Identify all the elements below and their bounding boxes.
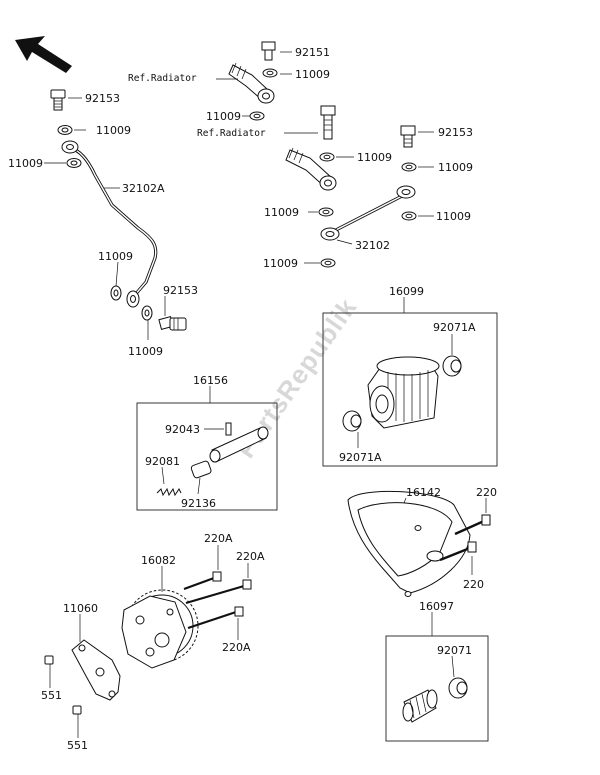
bolt-220-a bbox=[454, 514, 491, 536]
label-11009: 11009 bbox=[98, 250, 133, 263]
label-220a: 220A bbox=[204, 532, 233, 545]
spring-92081 bbox=[156, 487, 182, 497]
direction-arrow-icon bbox=[15, 36, 72, 73]
oring-92071a-b bbox=[342, 410, 362, 432]
bolt-220a-c bbox=[187, 606, 244, 630]
ref-radiator-label: Ref.Radiator bbox=[197, 128, 266, 139]
label-92153: 92153 bbox=[85, 92, 120, 105]
banjo-bolt-92153-c bbox=[400, 125, 416, 148]
label-92071a: 92071A bbox=[433, 321, 476, 334]
label-11009: 11009 bbox=[357, 151, 392, 164]
label-551: 551 bbox=[41, 689, 62, 702]
oil-filter bbox=[367, 356, 440, 429]
relief-valve-body bbox=[209, 426, 269, 463]
bolt-220-b bbox=[439, 541, 477, 562]
pin-92043 bbox=[225, 422, 232, 436]
label-92153: 92153 bbox=[163, 284, 198, 297]
oring-92071 bbox=[448, 677, 468, 699]
banjo-bolt-92151 bbox=[261, 41, 276, 61]
label-220a: 220A bbox=[236, 550, 265, 563]
oil-pipe-32102 bbox=[320, 185, 416, 241]
label-92071: 92071 bbox=[437, 644, 472, 657]
radiator-fitting-a bbox=[228, 62, 275, 104]
label-551: 551 bbox=[67, 739, 88, 752]
label-32102: 32102 bbox=[355, 239, 390, 252]
label-11009: 11009 bbox=[206, 110, 241, 123]
label-92151: 92151 bbox=[295, 46, 330, 59]
dowel-551-a bbox=[44, 655, 54, 665]
label-16082: 16082 bbox=[141, 554, 176, 567]
plate-11060 bbox=[71, 639, 121, 701]
oring-92071a-a bbox=[442, 355, 462, 377]
bolt-220a-a bbox=[183, 571, 222, 591]
oil-pipe-32102a bbox=[61, 140, 158, 308]
label-92043: 92043 bbox=[165, 423, 200, 436]
label-11009: 11009 bbox=[295, 68, 330, 81]
label-11009: 11009 bbox=[264, 206, 299, 219]
banjo-bolt-92153-a bbox=[50, 89, 66, 111]
relief-valve-box bbox=[136, 402, 278, 511]
label-16156: 16156 bbox=[193, 374, 228, 387]
label-92071a: 92071A bbox=[339, 451, 382, 464]
label-16142: 16142 bbox=[406, 486, 441, 499]
label-92136: 92136 bbox=[181, 497, 216, 510]
dowel-551-b bbox=[72, 705, 82, 715]
label-11060: 11060 bbox=[63, 602, 98, 615]
label-11009: 11009 bbox=[128, 345, 163, 358]
label-11009: 11009 bbox=[438, 161, 473, 174]
radiator-fitting-b bbox=[285, 147, 337, 191]
piston-92136 bbox=[190, 460, 212, 479]
label-11009: 11009 bbox=[96, 124, 131, 137]
label-16097: 16097 bbox=[419, 600, 454, 613]
label-220a: 220A bbox=[222, 641, 251, 654]
oil-pump-16082 bbox=[121, 589, 199, 669]
label-92081: 92081 bbox=[145, 455, 180, 468]
part-number-labels: 92151 11009 92153 11009 11009 11009 3210… bbox=[8, 46, 497, 752]
label-11009: 11009 bbox=[436, 210, 471, 223]
ref-radiator-label: Ref.Radiator bbox=[128, 73, 197, 84]
label-92153: 92153 bbox=[438, 126, 473, 139]
label-32102a: 32102A bbox=[122, 182, 165, 195]
banjo-bolt-92153-b bbox=[158, 316, 187, 331]
ref-label-group: Ref.Radiator Ref.Radiator bbox=[128, 73, 266, 139]
label-220: 220 bbox=[476, 486, 497, 499]
label-16099: 16099 bbox=[389, 285, 424, 298]
label-11009: 11009 bbox=[8, 157, 43, 170]
label-220: 220 bbox=[463, 578, 484, 591]
banjo-bolt-mid bbox=[320, 105, 336, 140]
bolt-220a-b bbox=[185, 579, 252, 605]
label-11009: 11009 bbox=[263, 257, 298, 270]
filter-kit-box bbox=[322, 312, 498, 467]
pump-cover-16142 bbox=[347, 490, 471, 597]
strainer-kit-box bbox=[385, 635, 489, 742]
strainer bbox=[402, 689, 438, 723]
